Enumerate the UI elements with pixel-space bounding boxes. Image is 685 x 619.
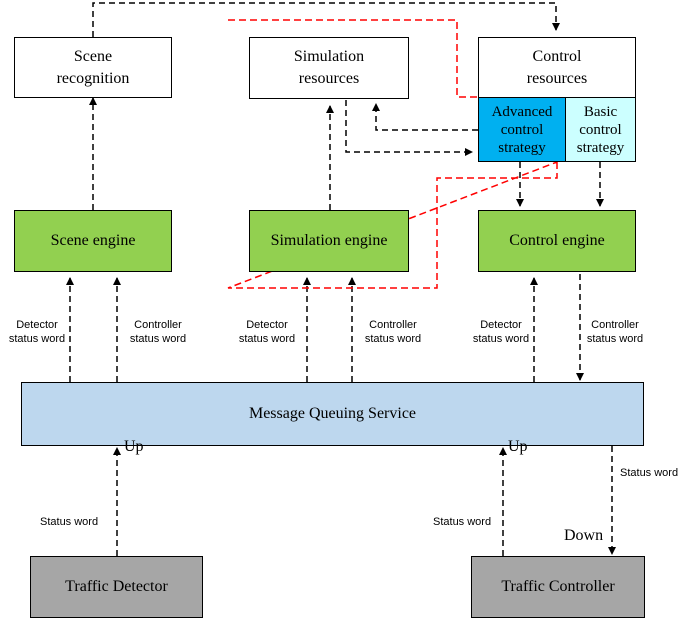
- detector-up-label: Up: [124, 438, 144, 455]
- control-resources-box: Control resources: [478, 37, 636, 98]
- scene-recognition-box: Scene recognition: [14, 37, 172, 98]
- scene-detector-status-label: Detector status word: [8, 319, 66, 345]
- controller-up-label: Up: [508, 438, 528, 455]
- simulation-engine-box: Simulation engine: [249, 210, 409, 272]
- arrow-sim-resources-to-advanced: [345, 100, 473, 156]
- down-status-word-label: Status word: [620, 467, 679, 479]
- sim-detector-status-label: Detector status word: [238, 319, 296, 345]
- arrow-advanced-to-sim-resources: [372, 103, 478, 131]
- control-engine-box: Control engine: [478, 210, 636, 272]
- advanced-control-strategy-box: Advanced control strategy: [478, 97, 566, 162]
- sim-controller-status-label: Controller status word: [364, 319, 422, 345]
- detector-status-word-label: Status word: [40, 516, 99, 528]
- simulation-highlight-outline: [227, 19, 558, 289]
- controller-status-word-label: Status word: [433, 516, 492, 528]
- control-detector-status-label: Detector status word: [472, 319, 530, 345]
- control-controller-status-label: Controller status word: [586, 319, 644, 345]
- controller-down-label: Down: [564, 527, 604, 544]
- simulation-resources-box: Simulation resources: [249, 37, 409, 99]
- scene-controller-status-label: Controller status word: [129, 319, 187, 345]
- scene-engine-box: Scene engine: [14, 210, 172, 272]
- basic-control-strategy-box: Basic control strategy: [565, 97, 636, 162]
- traffic-controller-box: Traffic Controller: [471, 556, 645, 618]
- arrow-recognition-to-control-resources: [92, 2, 560, 37]
- traffic-detector-box: Traffic Detector: [30, 556, 203, 618]
- message-queuing-service-box: Message Queuing Service: [21, 382, 644, 446]
